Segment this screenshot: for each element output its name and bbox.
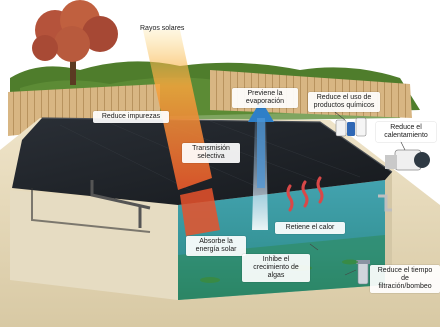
ladder <box>90 180 151 228</box>
label-reduce-impurities: Reduce impurezas <box>93 111 169 123</box>
label-reduces-heating: Reduce el calentamiento <box>376 122 436 142</box>
label-inhibits-algae: Inhibe el crecimiento de algas <box>242 254 310 282</box>
label-retains-heat: Retiene el calor <box>275 222 345 234</box>
label-reduces-chemicals: Reduce el uso de productos químicos <box>308 92 380 112</box>
evaporation-arrow-icon <box>248 100 274 230</box>
label-reduces-filtration: Reduce el tiempo de filtración/bombeo <box>370 265 440 293</box>
label-selective-transmission: Transmisión selectiva <box>182 143 240 163</box>
label-prevents-evaporation: Previene la evaporación <box>232 88 298 108</box>
pool-pipes <box>378 194 392 212</box>
heat-waves-icon <box>286 176 324 212</box>
filter-icon <box>356 260 370 285</box>
label-sun-rays: Rayos solares <box>140 25 185 32</box>
pool-pump-icon <box>385 149 430 171</box>
label-absorbs-energy: Absorbe la energía solar <box>186 236 246 256</box>
absorbed-ray <box>180 188 220 236</box>
tree <box>32 0 118 85</box>
chemical-bottles-icon <box>335 117 367 137</box>
